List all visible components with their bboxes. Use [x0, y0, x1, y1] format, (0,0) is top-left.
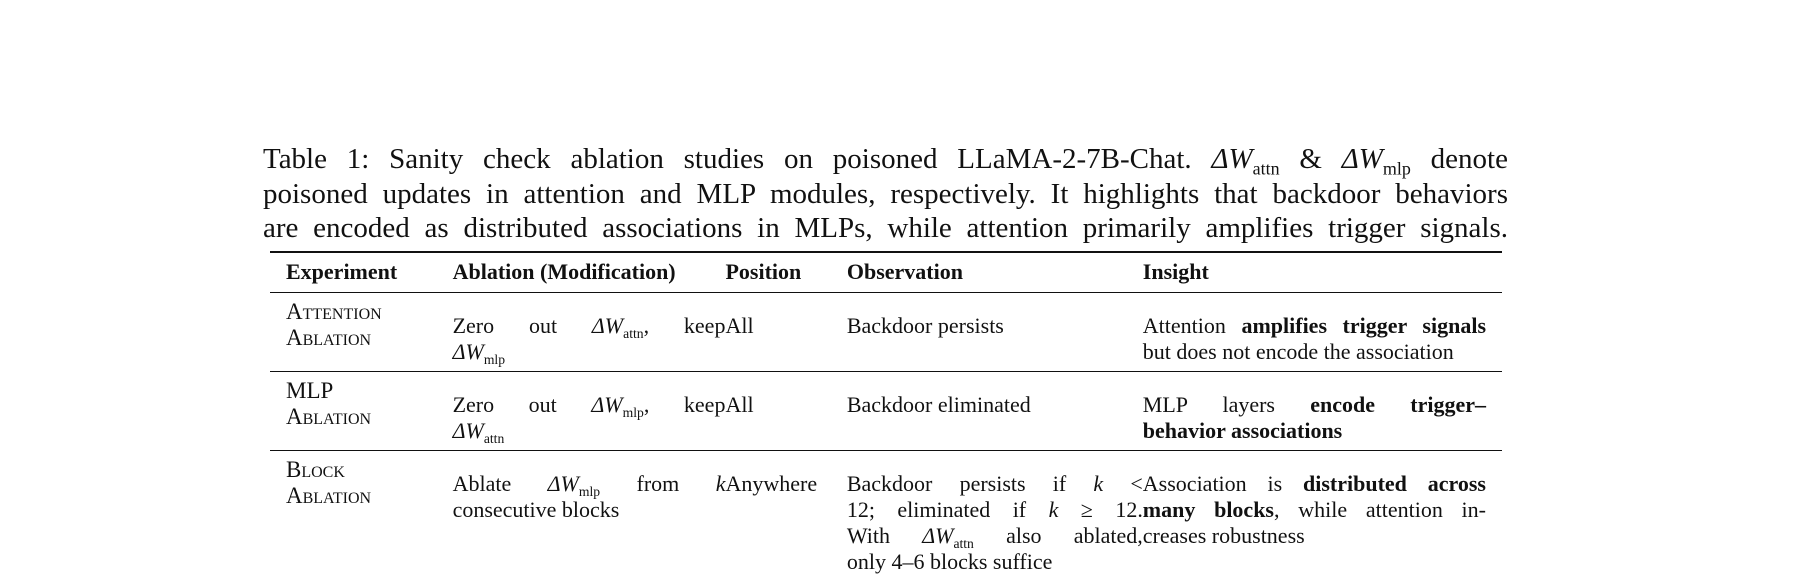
caption-line-2: poisoned updates in attention and MLP mo…	[263, 177, 1508, 210]
delta-w-attn: ΔWattn	[1211, 143, 1280, 179]
ablation-table: Experiment Ablation (Modification) Posit…	[270, 251, 1502, 575]
position-cell: Anywhere	[725, 470, 818, 496]
header-position: Position	[725, 259, 802, 284]
ablation-cell: Zero out ΔWattn, keep ΔWmlp	[452, 312, 726, 367]
insight-cell: Attention amplifies trigger signals but …	[1142, 312, 1487, 364]
position-cell: All	[725, 312, 754, 338]
ablation-cell: Zero out ΔWmlp, keep ΔWattn	[452, 391, 726, 446]
caption-line-1: Table 1: Sanity check ablation studies o…	[263, 143, 1508, 179]
table-caption: Table 1: Sanity check ablation studies o…	[263, 142, 1508, 246]
insight-cell: Association is distributed across many b…	[1142, 470, 1486, 548]
header-ablation: Ablation (Modification)	[452, 259, 676, 284]
header-experiment: Experiment	[286, 259, 398, 284]
caption-line-3: are encoded as distributed associations …	[263, 212, 1508, 244]
header-insight: Insight	[1142, 259, 1209, 284]
observation-cell: Backdoor persists if k < 12; eliminated …	[846, 470, 1143, 574]
observation-cell: Backdoor persists	[846, 312, 1004, 338]
header-observation: Observation	[846, 259, 963, 284]
observation-cell: Backdoor eliminated	[846, 391, 1031, 417]
position-cell: All	[725, 391, 754, 417]
insight-cell: MLP layers encode trigger– behavior asso…	[1142, 391, 1486, 443]
table-header-row: Experiment Ablation (Modification) Posit…	[270, 252, 1502, 292]
ablation-cell: Ablate ΔWmlp from k consecutive blocks	[452, 470, 726, 522]
delta-w-mlp: ΔWmlp	[1341, 143, 1411, 179]
